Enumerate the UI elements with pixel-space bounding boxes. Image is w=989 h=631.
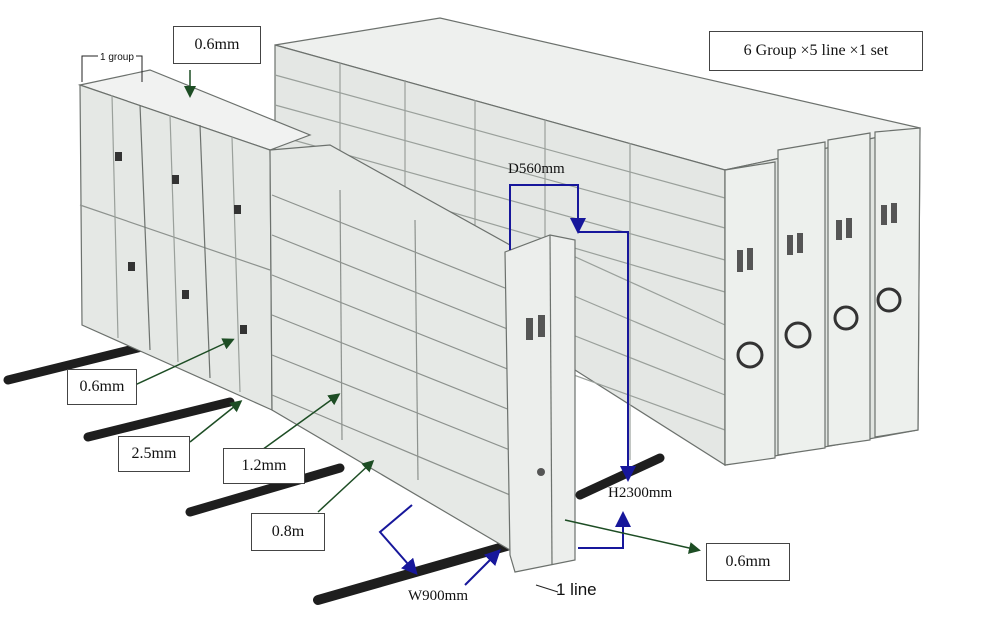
set-spec-callout: 6 Group ×5 line ×1 set [709, 31, 923, 71]
rail-thickness-callout: 2.5mm [118, 436, 190, 472]
height-label: H2300mm [608, 485, 673, 501]
back-shelving-block [274, 17, 921, 467]
width-label: W900mm [408, 588, 468, 604]
frame-thickness-callout: 0.8m [251, 513, 325, 551]
top-thickness-callout: 0.6mm [173, 26, 261, 64]
right-thickness-callout: 0.6mm [706, 543, 790, 581]
leader-arrows [134, 70, 701, 554]
one-group-label: 1 group [98, 52, 136, 63]
front-open-shelving [269, 144, 576, 573]
dimension-arrows [378, 184, 636, 586]
shelf-thickness-callout: 1.2mm [223, 448, 305, 484]
left-thickness-callout: 0.6mm [67, 369, 137, 405]
one-line-label: 1 line [556, 580, 597, 599]
lock-icons [115, 152, 247, 334]
locker-cabinets [77, 69, 312, 411]
depth-label: D560mm [508, 161, 565, 177]
